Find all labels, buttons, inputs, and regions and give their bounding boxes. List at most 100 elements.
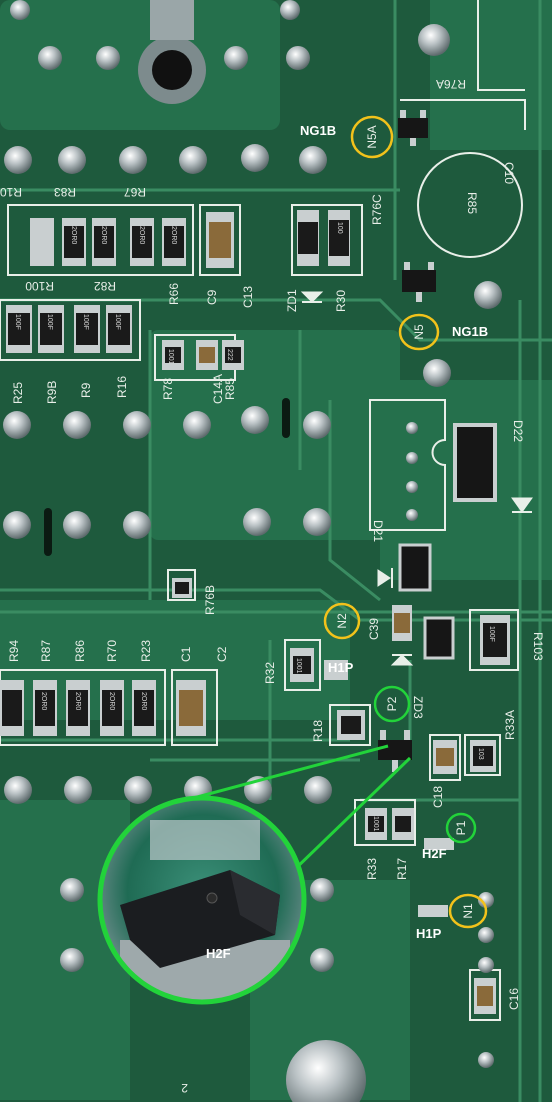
- silk-r87: R87: [39, 640, 53, 662]
- zd3-package: [423, 616, 455, 660]
- callout-n5: [398, 313, 440, 351]
- label-ng1b-top: NG1B: [300, 123, 336, 138]
- silk-r70: R70: [105, 640, 119, 662]
- chip-2or0-h: 2OR0: [140, 692, 147, 710]
- silk-r76b: R76B: [203, 585, 217, 615]
- silk-c39: C39: [367, 618, 381, 640]
- silk-r33: R33: [365, 858, 379, 880]
- silk-c13: C13: [241, 286, 255, 308]
- silk-r82: R82: [94, 279, 116, 293]
- slot: [282, 398, 290, 438]
- callout-label-n5a: N5A: [365, 125, 379, 148]
- silkscreen-outlines: [0, 0, 526, 1021]
- silk-r103: R103: [531, 632, 545, 661]
- silk-r78: R78: [161, 378, 175, 400]
- callout-circle-labels: N5A N5 N2 P2 P1 N1: [335, 125, 475, 918]
- chip-100f-d: 100F: [114, 314, 121, 330]
- label-h1p-mid: H1P: [328, 660, 354, 675]
- callout-n5a: [350, 115, 394, 159]
- silk-r100: R100: [25, 279, 54, 293]
- silk-c18: C18: [431, 786, 445, 808]
- silk-r16: R16: [115, 376, 129, 398]
- d21-package: [398, 543, 432, 592]
- chip-2or0-e: 2OR0: [40, 692, 47, 710]
- silk-r25: R25: [11, 382, 25, 404]
- silk-c1: C1: [179, 646, 193, 662]
- chip-100f-c: 100F: [82, 314, 89, 330]
- smd-resistors-mid: [6, 305, 244, 370]
- c10-outline: [417, 152, 523, 258]
- chip-100f-e: 100F: [488, 626, 495, 642]
- silk-r9b: R9B: [45, 381, 59, 404]
- silk-r33a: R33A: [503, 710, 517, 740]
- silk-r94: R94: [7, 640, 21, 662]
- silk-c16: C16: [507, 988, 521, 1010]
- silk-r30: R30: [334, 290, 348, 312]
- silk-r76c: R76C: [370, 194, 384, 225]
- d22-package: [453, 423, 497, 502]
- chip-222: 222: [226, 349, 233, 361]
- smd-resistors-lower: [0, 578, 510, 1014]
- chip-markings: 2OR0 2OR0 2OR0 2OR0 100 100F 100F 100F 1…: [14, 222, 495, 832]
- mounting-hole: [138, 0, 366, 1102]
- callout-n2: [323, 602, 361, 640]
- silk-c9: C9: [205, 289, 219, 305]
- chip-100f-b: 100F: [46, 314, 53, 330]
- silk-c2: C2: [215, 646, 229, 662]
- label-h2f-right: H2F: [422, 846, 447, 861]
- callout-label-n1: N1: [461, 903, 475, 919]
- silk-zd3: ZD3: [411, 696, 425, 719]
- zoom-leader-line: [185, 744, 389, 802]
- silk-r32: R32: [263, 662, 277, 684]
- silk-r67: R67: [124, 185, 146, 199]
- label-ng1b-right: NG1B: [452, 324, 488, 339]
- callout-label-p1: P1: [454, 820, 468, 835]
- solder-joints: [3, 0, 502, 1068]
- slot: [44, 508, 52, 556]
- chip-2or0-f: 2OR0: [74, 692, 81, 710]
- chip-2or0-g: 2OR0: [108, 692, 115, 710]
- chip-2or0-c: 2OR0: [138, 226, 145, 244]
- chip-2or0-a: 2OR0: [70, 226, 77, 244]
- callout-label-n5: N5: [412, 324, 426, 340]
- zoom-circle: [97, 795, 307, 1005]
- silk-d21: D21: [371, 520, 385, 542]
- chip-1001-a: 1001: [167, 349, 174, 365]
- label-h2f-zoom: H2F: [206, 946, 231, 961]
- silk-r86: R86: [73, 640, 87, 662]
- silk-r17: R17: [395, 858, 409, 880]
- chip-103: 103: [477, 748, 484, 760]
- silkscreen-labels: R10 R83 R67 R100 R82 R66 C9 C13 ZD1 R30 …: [0, 77, 545, 1095]
- silk-r2: 2: [181, 1081, 188, 1095]
- callout-n1: [448, 893, 488, 929]
- chip-2or0-b: 2OR0: [100, 226, 107, 244]
- annotation-labels: NG1B NG1B H1P H2F H1P H2F: [206, 123, 488, 961]
- callout-label-n2: N2: [335, 613, 349, 629]
- silk-r23: R23: [139, 640, 153, 662]
- silk-r85b: R85: [223, 378, 237, 400]
- callout-p1: [445, 812, 477, 844]
- diode-symbols: [300, 291, 533, 666]
- silk-zd1: ZD1: [285, 289, 299, 312]
- label-h1p-low: H1P: [416, 926, 442, 941]
- silk-r9: R9: [79, 382, 93, 398]
- smd-resistors-top: [30, 210, 350, 268]
- callout-label-p2: P2: [385, 696, 399, 711]
- silk-r18: R18: [311, 720, 325, 742]
- silk-c10: C10: [502, 162, 516, 184]
- silk-r85: R85: [465, 192, 479, 214]
- callout-circles: [323, 115, 488, 929]
- silk-c14a: C14A: [211, 374, 225, 404]
- chip-100f-a: 100F: [14, 314, 21, 330]
- callout-p2: [373, 685, 411, 723]
- chip-1001-b: 1001: [295, 658, 302, 674]
- zoom-leader-line: [290, 756, 412, 874]
- chip-2or0-d: 2OR0: [170, 226, 177, 244]
- chip-100: 100: [336, 222, 343, 234]
- silk-d22: D22: [511, 420, 525, 442]
- silk-r76a: R76A: [436, 77, 466, 91]
- chip-1001-c: 1001: [372, 816, 379, 832]
